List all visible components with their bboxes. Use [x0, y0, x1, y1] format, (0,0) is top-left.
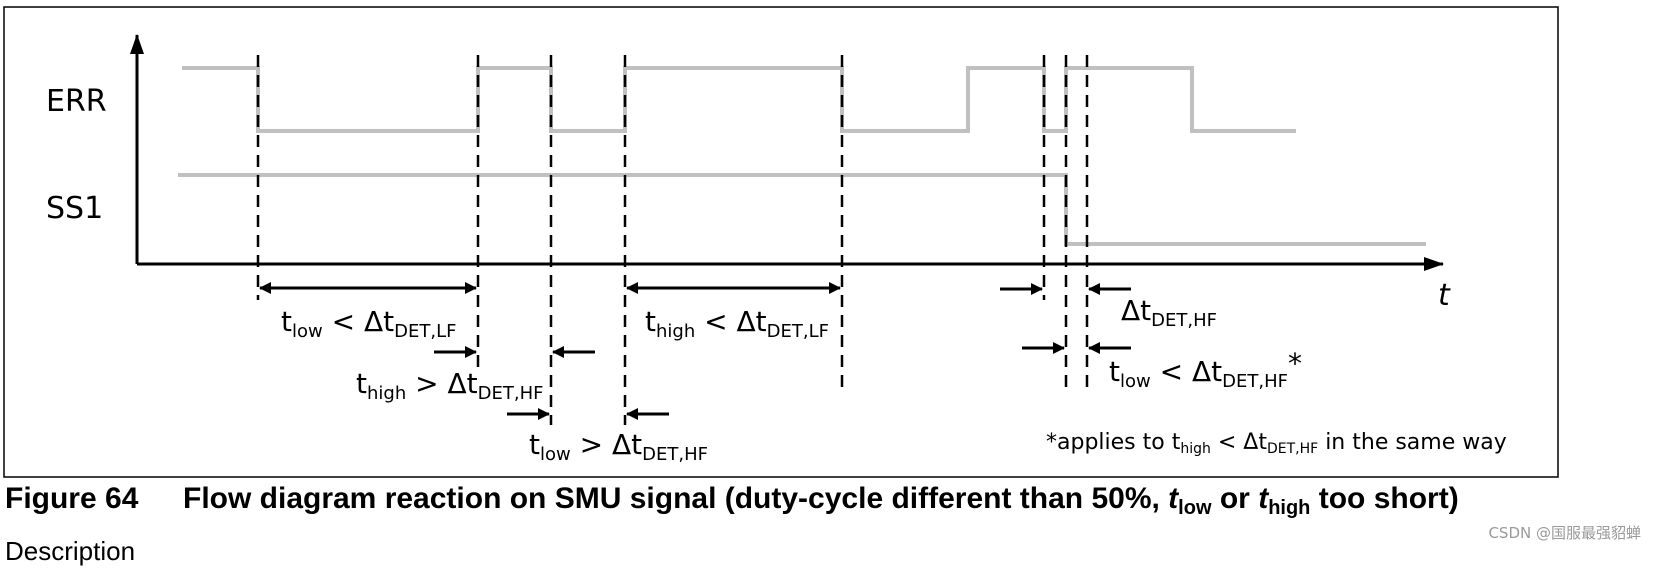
annotation-tlow-gt-hf: tlow > ΔtDET,HF	[529, 428, 708, 465]
caption-title-post: too short)	[1310, 482, 1459, 515]
footnote: *applies to thigh < ΔtDET,HF in the same…	[1046, 430, 1507, 457]
annotation-thigh-lt-lf: thigh < ΔtDET,LF	[645, 305, 829, 342]
figure-frame	[3, 6, 1559, 478]
time-markers	[256, 55, 1089, 425]
caption-t-high: t	[1258, 482, 1269, 515]
caption-or: or	[1211, 482, 1259, 515]
caption-t-low: t	[1168, 482, 1179, 515]
caption-t-high-sub: high	[1268, 497, 1311, 519]
caption-t-low-sub: low	[1178, 497, 1212, 519]
err-waveform	[182, 66, 1296, 133]
figure-caption: Figure 64 Flow diagram reaction on SMU si…	[5, 482, 1459, 520]
interval-arrows	[259, 282, 1131, 420]
err-signal-label: ERR	[46, 84, 107, 119]
ss1-waveform	[178, 173, 1426, 246]
figure-number: Figure 64	[5, 482, 139, 515]
time-axis-label: t	[1438, 278, 1451, 313]
annotation-delta-t-hf: ΔtDET,HF	[1121, 294, 1217, 331]
caption-title-pre: Flow diagram reaction on SMU signal (dut…	[183, 482, 1169, 515]
annotation-tlow-lt-hf: tlow < ΔtDET,HF*	[1109, 347, 1302, 392]
annotation-thigh-gt-hf: thigh > ΔtDET,HF	[356, 367, 543, 404]
ss1-signal-label: SS1	[46, 191, 103, 226]
description-heading: Description	[5, 538, 136, 566]
watermark: CSDN @国服最强貂蝉	[1488, 524, 1641, 542]
annotation-tlow-lt-lf: tlow < ΔtDET,LF	[281, 305, 456, 342]
